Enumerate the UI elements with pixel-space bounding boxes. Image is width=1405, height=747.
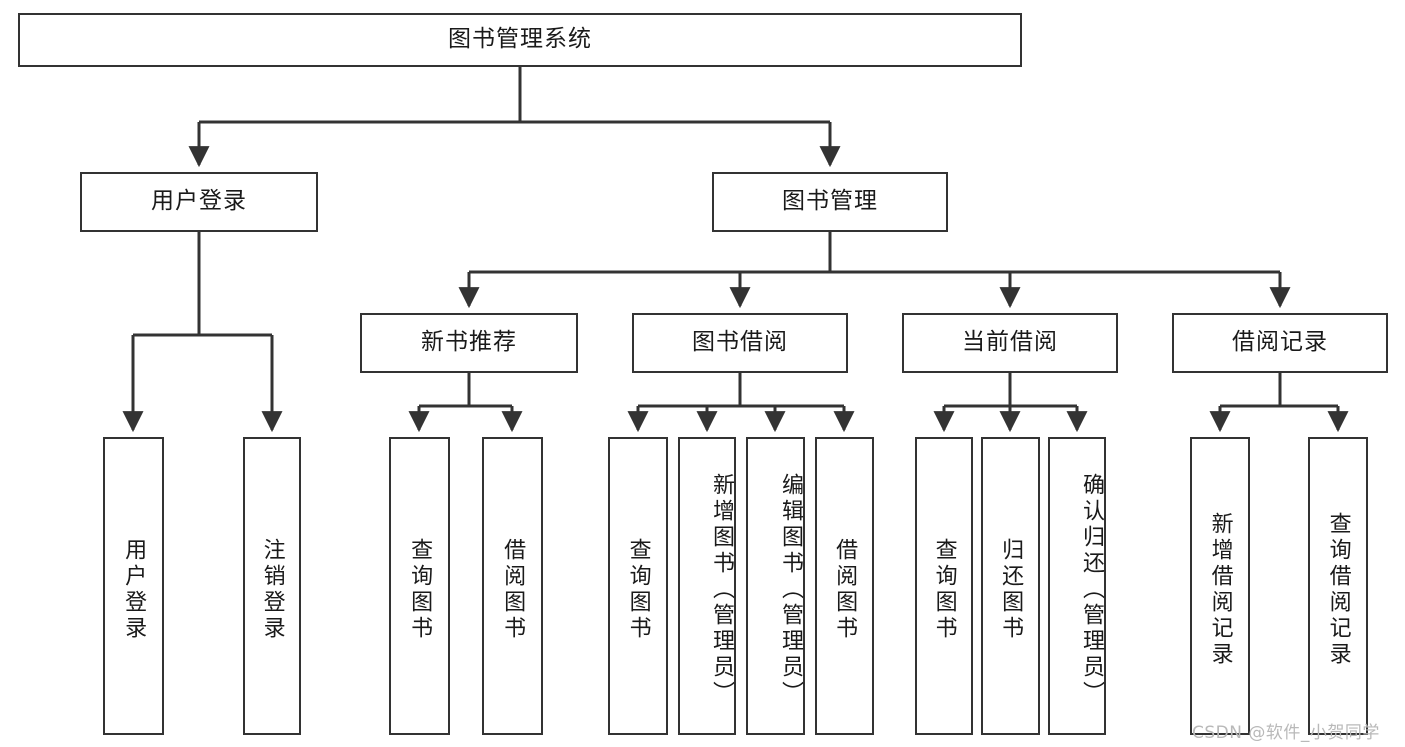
node-level3-new-book-recommendation[interactable]: 新书推荐 [360, 313, 578, 373]
node-leaf-edit-book-admin[interactable]: 编辑图书（管理员） [746, 437, 805, 735]
node-level3-borrowing-records[interactable]: 借阅记录 [1172, 313, 1388, 373]
node-level3-book-borrowing[interactable]: 图书借阅 [632, 313, 848, 373]
node-leaf-query-borrow-record[interactable]: 查询借阅记录 [1308, 437, 1368, 735]
node-leaf-add-borrow-record[interactable]: 新增借阅记录 [1190, 437, 1250, 735]
node-leaf-logout[interactable]: 注销登录 [243, 437, 301, 735]
node-leaf-confirm-return-admin[interactable]: 确认归还（管理员） [1048, 437, 1106, 735]
node-level2-user-login[interactable]: 用户登录 [80, 172, 318, 232]
node-level2-book-management[interactable]: 图书管理 [712, 172, 948, 232]
node-leaf-query-book-borrow[interactable]: 查询图书 [608, 437, 668, 735]
node-leaf-query-book-current[interactable]: 查询图书 [915, 437, 973, 735]
node-leaf-query-book-recommend[interactable]: 查询图书 [389, 437, 450, 735]
node-leaf-borrow-book[interactable]: 借阅图书 [815, 437, 874, 735]
node-root[interactable]: 图书管理系统 [18, 13, 1022, 67]
node-leaf-return-book[interactable]: 归还图书 [981, 437, 1040, 735]
node-leaf-add-book-admin[interactable]: 新增图书（管理员） [678, 437, 736, 735]
node-leaf-user-login[interactable]: 用户登录 [103, 437, 164, 735]
csdn-watermark: CSDN @软件_小贺同学 [1192, 723, 1380, 743]
node-level3-current-borrowing[interactable]: 当前借阅 [902, 313, 1118, 373]
node-leaf-borrow-book-recommend[interactable]: 借阅图书 [482, 437, 543, 735]
